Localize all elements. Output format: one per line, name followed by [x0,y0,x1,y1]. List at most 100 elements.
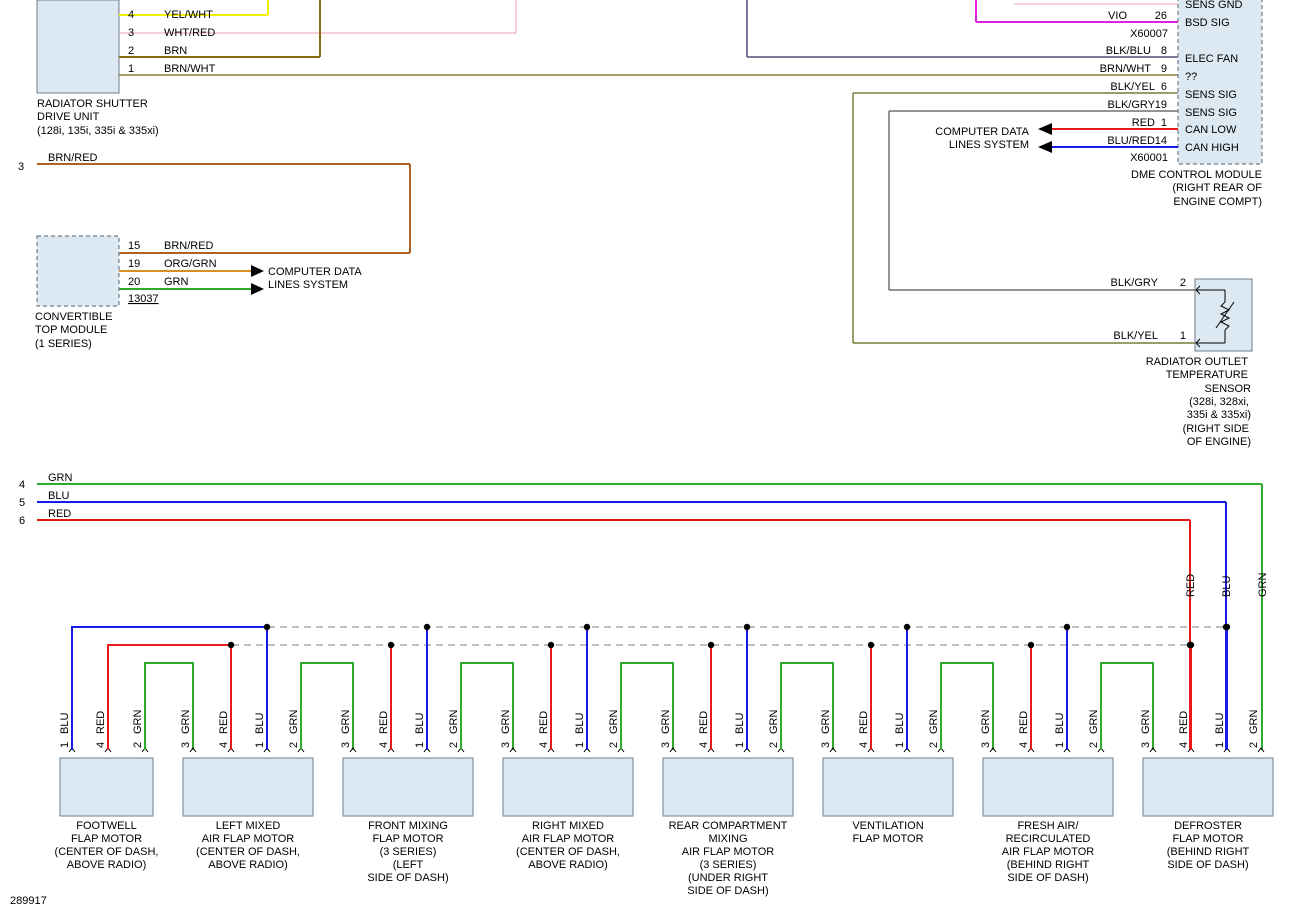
pin-number: 2 [288,742,300,748]
pin-2: 2 [128,45,134,57]
flap-motor-box [662,757,794,817]
dme-wire-label: BLK/BLU [1106,45,1151,57]
dme-func: CAN LOW [1185,124,1237,136]
pin-hook-icon [509,747,517,753]
flap-motor-box [59,757,154,817]
connector-x60001: X60001 [1130,152,1168,164]
pin-hook-icon [1257,747,1265,753]
pin-wire-label: RED [1178,711,1190,734]
pin-wire-label: RED [218,711,230,734]
flap-motor-name: FLAP MOTOR [852,833,923,845]
dme-pin: 26 [1155,10,1167,22]
splice-dot [263,623,271,631]
pin-wire-label: GRN [180,710,192,735]
wire-grn-loop [940,662,994,750]
flap-motor-name: (3 SERIES) [380,846,437,858]
dme-pin: 14 [1155,135,1167,147]
pin-number: 4 [858,742,870,748]
dme-func: ELEC FAN [1185,53,1238,65]
dme-wire-label: BLK/GRY [1108,99,1156,111]
pin-number: 2 [448,742,460,748]
pin-number: 1 [414,742,426,748]
conv-pin: 20 [128,276,140,288]
sensor-name: TEMPERATURE [1166,369,1248,381]
bus-pin: 6 [19,515,25,527]
pin-wire-label: GRN [340,710,352,735]
feed-wire-label: BRN/RED [48,152,98,164]
splice-dot [903,623,911,631]
drop-label: GRN [1257,573,1269,598]
dme-control-module: VIO 26 BLK/BLU 8 BRN/WHT 9 BLK/YEL 6 BLK… [746,0,1263,344]
dme-pin: 1 [1161,117,1167,129]
dme-func: SENS SIG [1185,107,1237,119]
flap-motor-box [342,757,474,817]
sensor-name: RADIATOR OUTLET [1146,356,1249,368]
dme-func: CAN HIGH [1185,142,1239,154]
flap-motor-name: FLAP MOTOR [1172,833,1243,845]
pin-number: 2 [608,742,620,748]
radiator-shutter-name-3: (128i, 135i, 335i & 335xi) [37,125,159,137]
sensor-name: (RIGHT SIDE [1183,423,1249,435]
wire-blu [71,626,268,750]
conv-name: TOP MODULE [35,324,107,336]
wire-grn-loop [620,662,674,750]
dme-wire-label: BLK/YEL [1110,81,1155,93]
sensor-name: SENSOR [1205,383,1252,395]
pin-number: 3 [1140,742,1152,748]
pin-number: 2 [768,742,780,748]
pin-3: 3 [128,27,134,39]
pin-number: 2 [1088,742,1100,748]
sensor-name: (328i, 328xi, [1189,396,1249,408]
flap-motor-name: (3 SERIES) [700,859,757,871]
sensor-pin: 2 [1180,277,1186,289]
pin-number: 3 [820,742,832,748]
flap-motor-box [822,757,954,817]
pin-hook-icon [349,747,357,753]
flap-motor-name: (CENTER OF DASH, [55,846,159,858]
conv-name: (1 SERIES) [35,338,92,350]
bus-wire-label: BLU [48,490,69,502]
pin-wire-label: BLU [574,713,586,734]
pin-wire-label: BLU [254,713,266,734]
pin-number: 4 [378,742,390,748]
pin-1: 1 [128,63,134,75]
pin-number: 1 [1054,742,1066,748]
sensor-wire-label: BLK/GRY [1111,277,1159,289]
pin-wire-label: RED [1018,711,1030,734]
wire-grn-loop [460,662,514,750]
conv-name: CONVERTIBLE [35,311,112,323]
radiator-shutter-name-1: RADIATOR SHUTTER [37,98,148,110]
pin-hook-icon [189,747,197,753]
pin-hook-icon [829,747,837,753]
pin-wire-label: GRN [820,710,832,735]
splice-dot [1223,623,1231,631]
bus-pin: 5 [19,497,25,509]
dme-cdl-label: COMPUTER DATA [935,126,1029,138]
flap-motor-name: RIGHT MIXED [532,820,604,832]
dme-wire-label: BLU/RED [1107,135,1155,147]
convertible-box [36,235,120,307]
conv-wire-label: BRN/RED [164,240,214,252]
pin-wire-label: GRN [768,710,780,735]
pin-wire-label: RED [858,711,870,734]
pin-wire-label: BLU [1214,713,1226,734]
radiator-shutter-drive-unit: 4 YEL/WHT 3 WHT/RED 2 BRN 1 BRN/WHT RADI… [36,0,1178,137]
bus-wire-label: RED [48,508,71,520]
pin-number: 3 [500,742,512,748]
sensor-pin: 1 [1180,330,1186,342]
flap-motor-name: AIR FLAP MOTOR [202,833,295,845]
pin-number: 1 [1214,742,1226,748]
wire-grn-loop [780,662,834,750]
flap-motor-name: FRONT MIXING [368,820,448,832]
drop-label: BLU [1221,576,1233,597]
dme-wire-label: VIO [1108,10,1127,22]
wire-grn-loop [300,662,354,750]
pin-wire-label: GRN [660,710,672,735]
